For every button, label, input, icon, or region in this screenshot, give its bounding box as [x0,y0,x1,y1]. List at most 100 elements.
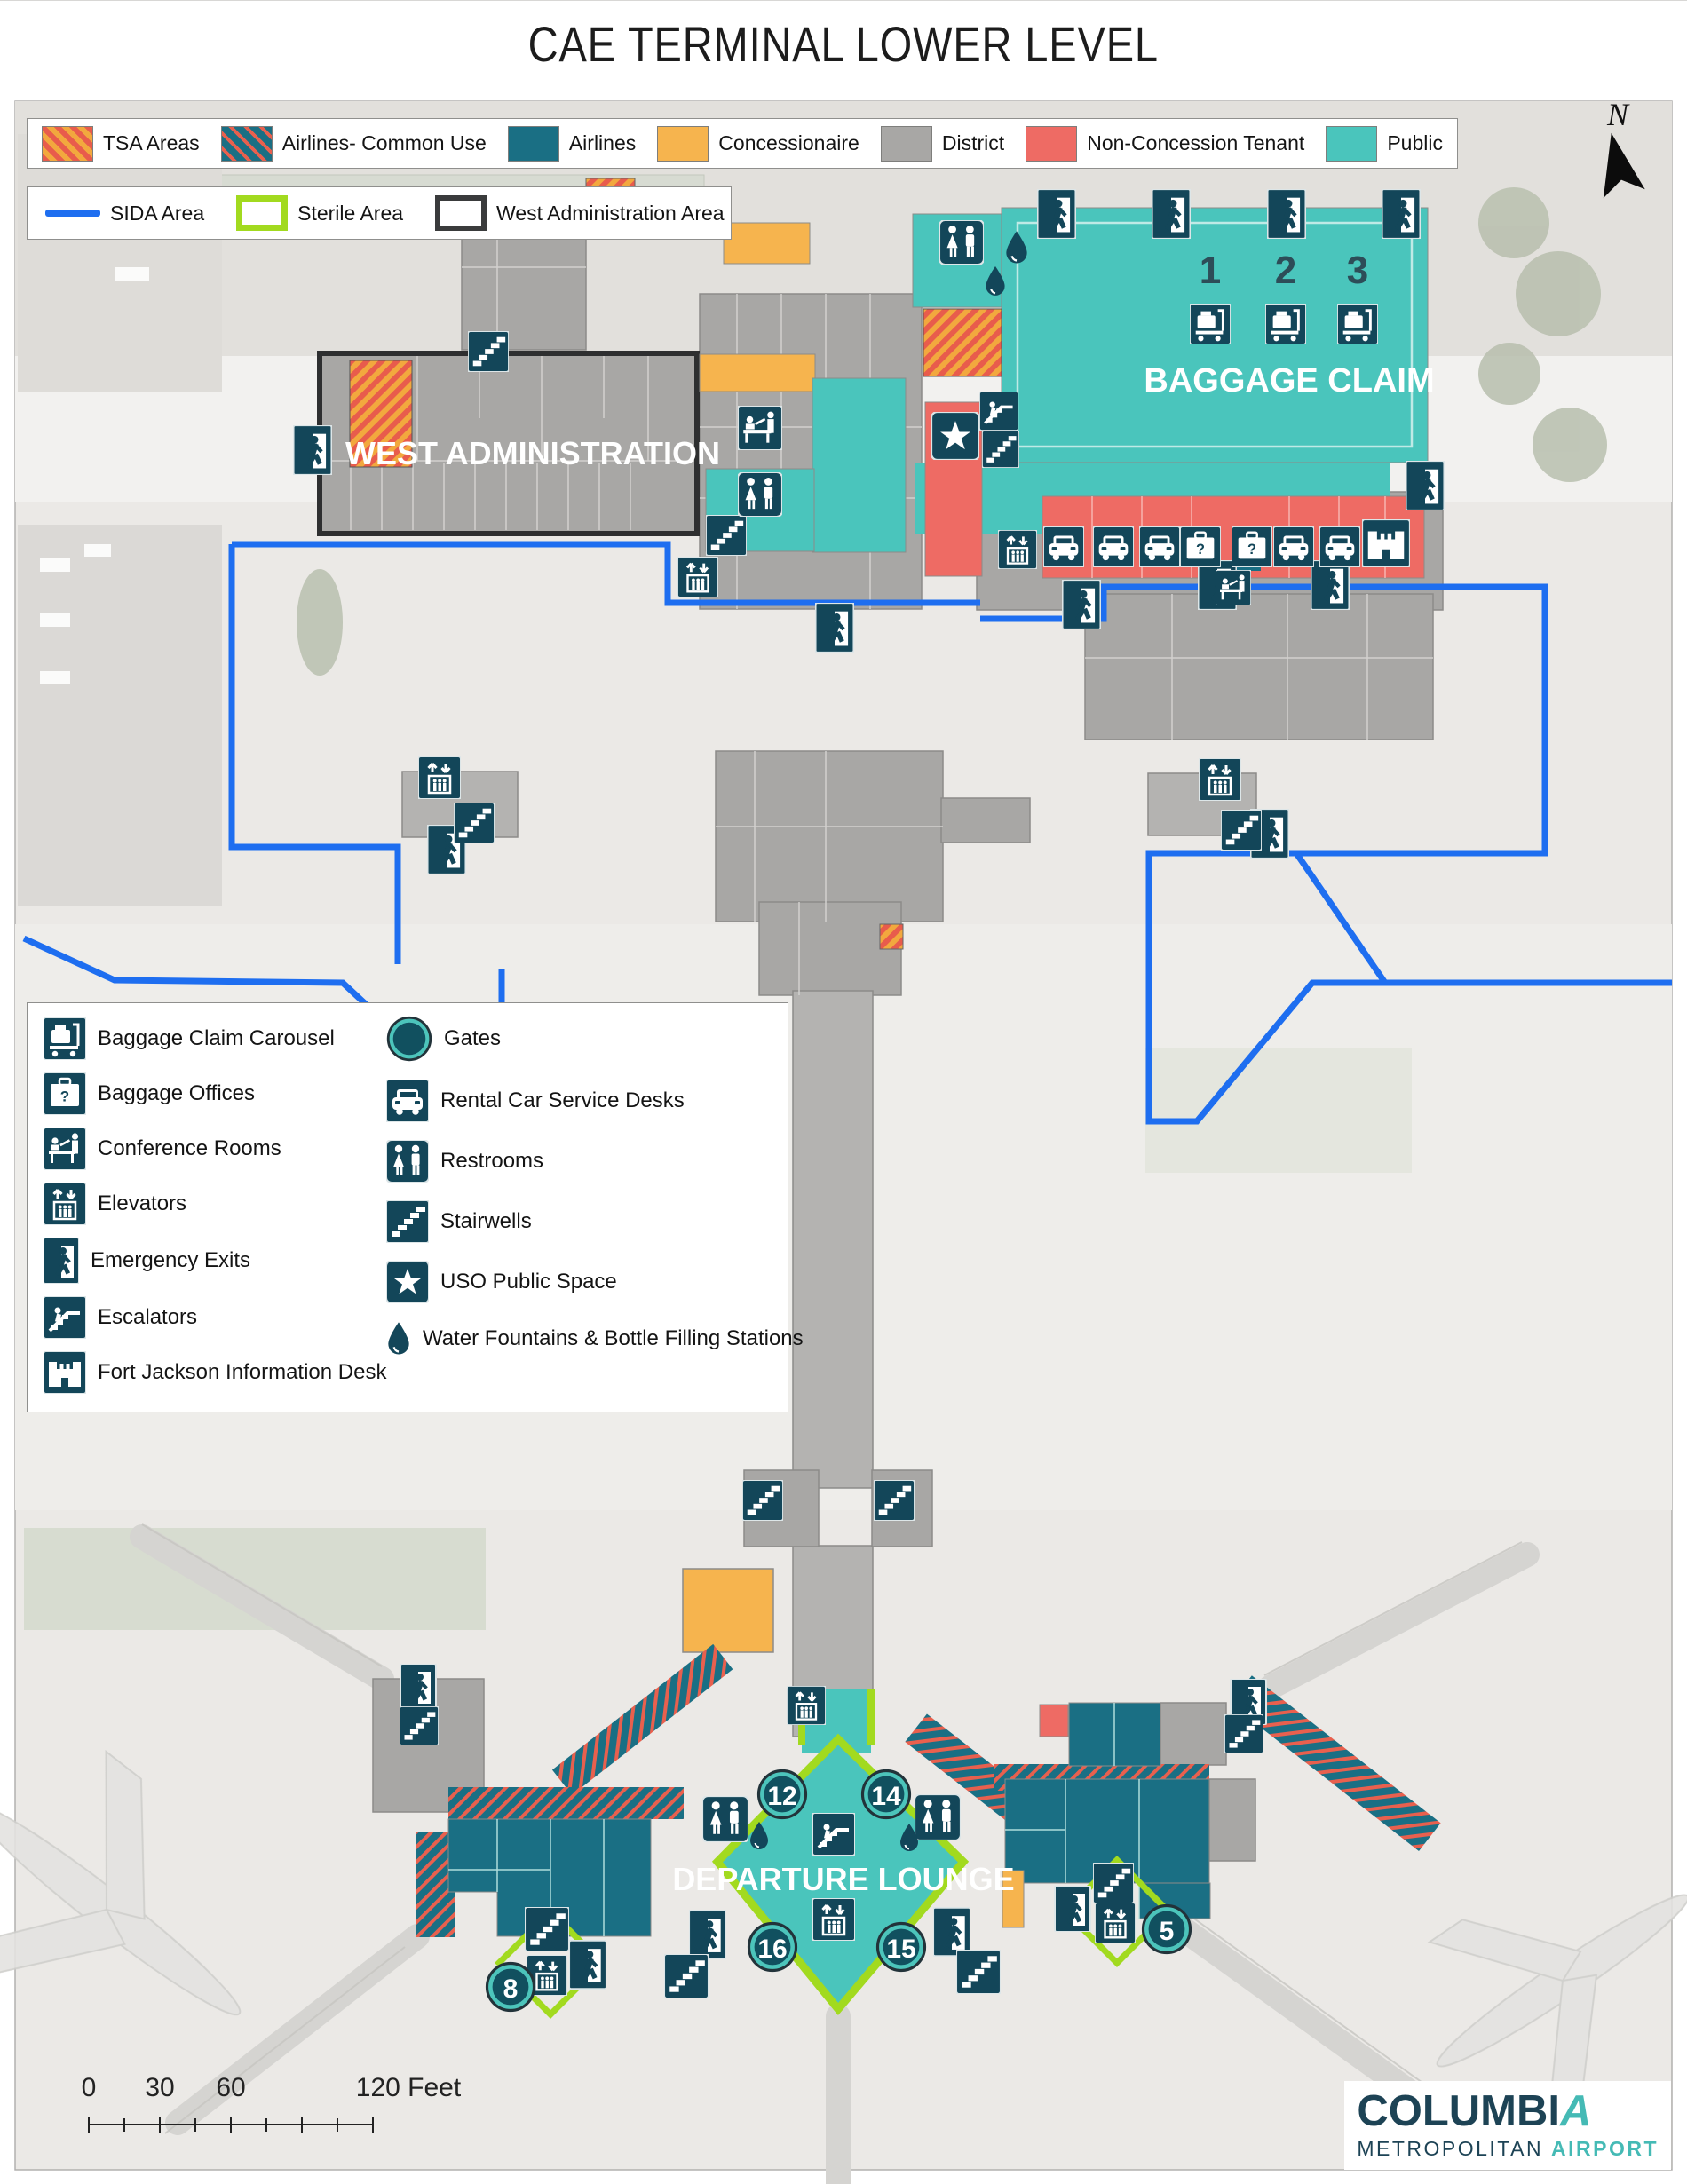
carousel-number-1: 1 [1200,249,1221,292]
legend-icon-panel: Baggage Claim Carousel Baggage Offices C… [27,1002,804,1412]
tenant-block-right-wing [1039,1704,1069,1737]
stairwell-icon [468,331,509,372]
emergency-exit-icon [815,603,854,653]
elevator-icon [1199,758,1241,801]
legend-row-stairwells: Stairwells [386,1200,804,1243]
carousel-number-2: 2 [1275,249,1296,292]
north-arrow: N [1603,97,1645,199]
emergency-exit-icon [1406,461,1445,510]
stairwell-icon [706,515,747,556]
stairwell-icon [1093,1863,1134,1903]
restroom-icon [702,1796,748,1842]
stairwell-icon [982,431,1019,468]
legend-label: Sterile Area [297,201,404,225]
elevator-icon [1095,1903,1136,1943]
restroom-icon [915,1794,961,1840]
carousel-number-3: 3 [1347,249,1368,292]
legend-label: Rental Car Service Desks [440,1088,685,1112]
scale-tick-0: 0 [82,2073,97,2102]
sida-line-swatch [45,210,100,217]
emergency-exit-icon [1267,189,1306,239]
legend-label: Water Fountains & Bottle Filling Station… [423,1326,804,1350]
scale-end-label: 120 Feet [356,2073,462,2102]
tsa-swatch [42,125,93,162]
emergency-exit-icon [933,1907,970,1957]
baggage-carousel-icon [1265,304,1306,344]
legend-row-gates: Gates [386,1016,804,1062]
gate-8-label: 8 [503,1974,519,2004]
conference-room-icon [738,406,782,450]
north-needle [1603,132,1645,199]
baggage-office-icon [1232,526,1272,567]
elevator-icon [998,530,1037,569]
elevator-icon [787,1686,826,1725]
stairwell-icon [664,1954,709,1998]
emergency-exit-icon [1382,189,1421,239]
logo-accent-letter: A [1559,2087,1592,2135]
stairwell-icon [956,1950,1001,1994]
restroom-icon [939,220,984,265]
west-administration-building: WEST ADMINISTRATION [317,351,720,536]
legend-item-public: Public [1326,125,1443,162]
sterile-area-swatch [236,195,289,231]
conference-room-icon [1216,570,1251,605]
logo-airport-word: AIRPORT [1551,2137,1659,2160]
district-swatch [880,125,932,162]
legend-row-uso: USO Public Space [386,1261,804,1303]
legend-item-district: District [880,125,1005,162]
legend-item-west-admin-area: West Administration Area [435,195,725,231]
rental-car-icon [1273,526,1314,567]
public-corridor-west [705,377,907,553]
gate-icon [386,1016,432,1062]
scale-bar: 0 30 60 120 Feet [82,2073,462,2133]
uso-public-space-icon [931,412,979,460]
baggage-claim-label: BAGGAGE CLAIM [1144,362,1434,400]
legend-label: Restrooms [440,1149,544,1173]
legend-row-exits: Emergency Exits [44,1238,386,1284]
scale-tick-30: 30 [145,2073,174,2102]
left-wing-airlines [416,1643,733,1937]
emergency-exit-icon [689,1910,726,1959]
legend-label: Non-Concession Tenant [1087,131,1305,154]
emergency-exit-icon [1062,580,1101,629]
uso-public-space-icon [386,1261,429,1303]
concessionaire-right-wing [1002,1870,1025,1928]
emergency-exit-icon [569,1940,606,1990]
baggage-carousel-icon [44,1017,86,1060]
emergency-exit-icon [1054,1886,1091,1932]
stairwell-icon [1221,810,1262,851]
right-wing-airlines [905,1675,1441,1928]
legend-label: TSA Areas [103,131,200,154]
legend-label: Baggage Claim Carousel [98,1026,335,1050]
emergency-exit-icon [44,1238,79,1284]
common-use-swatch [220,125,273,162]
stairwell-icon [454,803,495,843]
stairwell-icon [1224,1714,1263,1753]
emergency-exit-icon [400,1664,437,1710]
escalator-icon [812,1813,855,1856]
legend-label: USO Public Space [440,1270,617,1294]
emergency-exit-icon [293,425,332,475]
legend-label: SIDA Area [110,201,205,225]
emergency-exit-icon [1037,189,1076,239]
baggage-carousel-icon [1190,304,1231,344]
restroom-icon [386,1140,429,1183]
legend-label: District [941,131,1005,154]
legend-row-escalators: Escalators [44,1296,386,1339]
legend-item-concessionaire: Concessionaire [657,125,859,162]
escalator-icon [44,1296,86,1339]
legend-item-sterile: Sterile Area [236,195,403,231]
conference-room-icon [44,1128,86,1170]
legend-label: Airlines [568,131,637,154]
stairwell-icon [742,1480,783,1521]
legend-item-common-use: Airlines- Common Use [220,125,487,162]
logo-subtitle: METROPOLITAN AIRPORT [1357,2137,1659,2160]
public-swatch [1326,125,1378,162]
legend-label: West Administration Area [496,201,725,225]
elevator-icon [44,1183,86,1225]
legend-row-water: Water Fountains & Bottle Filling Station… [386,1321,804,1357]
elevator-icon [677,557,718,597]
tsa-area-west-admin [349,360,413,468]
legend-label: Gates [444,1026,502,1050]
